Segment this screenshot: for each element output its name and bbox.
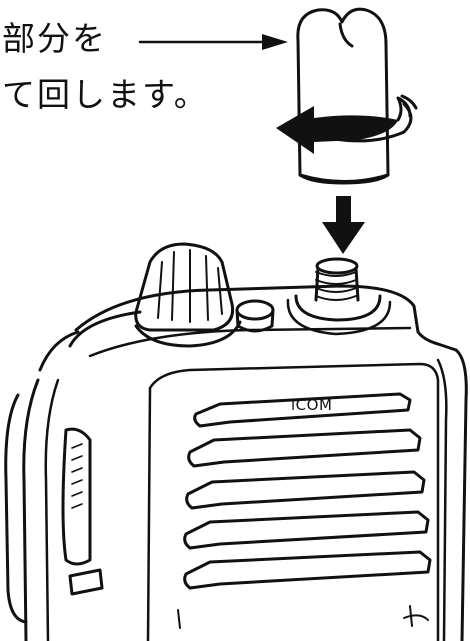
arrow-right-icon [140,34,288,50]
instruction-line-2: て回します。 [2,78,209,111]
arrow-down-icon [322,196,365,254]
instruction-line-1: 部分を [2,22,107,55]
rotate-arrow-icon [276,96,416,154]
brand-logo: iCOM [291,396,332,414]
antenna-icon [298,9,388,183]
handheld-radio-icon [6,244,467,641]
